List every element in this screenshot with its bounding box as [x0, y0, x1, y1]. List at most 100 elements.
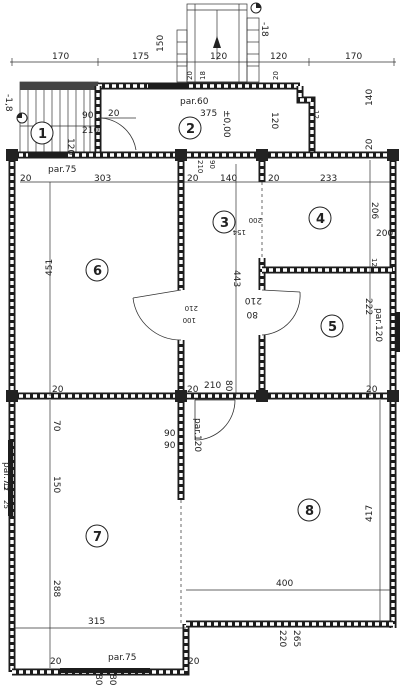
room-5-marker: 5	[320, 314, 344, 338]
room-6-marker: 6	[85, 258, 109, 282]
dim-210c: 210	[185, 304, 198, 312]
room-4-marker: 4	[308, 206, 332, 230]
dim-90f: 90	[164, 441, 176, 451]
par-60: par.60	[180, 97, 209, 107]
dim-70: 70	[51, 420, 61, 432]
dim-top-3: 120	[210, 52, 227, 62]
stair-grid-right	[176, 17, 260, 83]
dim-80: 80	[246, 309, 258, 319]
window-top-left	[28, 152, 68, 157]
dim-200b: 200	[249, 216, 262, 224]
room-6-label: 6	[93, 264, 102, 279]
dim-210d: 210	[245, 295, 262, 305]
dim-80c: 80	[93, 674, 103, 686]
dimension-texts: 90 210 20 120 375 120 140 20 12 20 303 2…	[2, 89, 393, 686]
dim-100: 100	[183, 316, 196, 324]
room-2-label: 2	[186, 122, 195, 137]
dim-210a: 210	[82, 126, 99, 136]
par-75-bottom: par.75	[108, 653, 136, 663]
par-120-mid: par.120	[192, 418, 202, 452]
room-7-label: 7	[93, 530, 102, 545]
top-stair	[186, 3, 248, 83]
dim-12: 12	[312, 110, 320, 119]
room-5-label: 5	[328, 320, 337, 335]
dim-20g: 20	[366, 385, 378, 395]
interior-dim-lines	[15, 160, 390, 668]
dim-25: 25	[2, 500, 10, 509]
dim-210e: 210	[204, 381, 221, 391]
room-1-marker: 1	[30, 121, 54, 145]
level-symbol-left: -1,8	[3, 94, 28, 124]
dim-20h: 20	[50, 657, 62, 667]
dim-233: 233	[320, 174, 337, 184]
dim-90c: 90	[208, 160, 216, 169]
dim-20d: 20	[268, 174, 280, 184]
dim-200: 200	[376, 229, 393, 239]
dim-12b: 12	[370, 258, 378, 267]
level-center: ±0,00	[221, 110, 231, 138]
dim-375: 375	[200, 109, 217, 119]
dim-12l: 12	[2, 482, 10, 491]
par-120-right: par.120	[373, 308, 383, 342]
window-left	[8, 440, 13, 516]
dim-443: 443	[231, 270, 241, 287]
dim-20a: 20	[108, 109, 120, 119]
dim-315: 315	[88, 617, 105, 627]
room-8-marker: 8	[297, 498, 321, 522]
dim-140c: 140	[220, 174, 237, 184]
room-8-label: 8	[305, 504, 314, 519]
level-symbol-top	[250, 2, 262, 14]
level-top: -18	[259, 22, 269, 37]
wall-junctions	[6, 149, 399, 402]
dim-top-4: 120	[270, 52, 287, 62]
dim-220: 220	[277, 630, 287, 647]
room-7-marker: 7	[85, 524, 109, 548]
room-4-label: 4	[316, 212, 325, 227]
dim-20b: 20	[20, 174, 32, 184]
room-1-label: 1	[38, 127, 47, 142]
dim-210b: 210	[196, 160, 204, 173]
dim-stair-20b: 20	[272, 71, 280, 80]
dim-265: 265	[291, 630, 301, 647]
door-room6	[132, 289, 182, 341]
dim-stair-150: 150	[156, 35, 166, 52]
door-vestibule	[97, 117, 137, 151]
dim-top-5: 170	[345, 52, 362, 62]
door-room5	[261, 289, 301, 336]
dim-417: 417	[365, 505, 375, 522]
dim-222: 222	[363, 298, 373, 315]
dim-400: 400	[276, 579, 293, 589]
door-room8	[194, 399, 236, 441]
dim-90: 90	[82, 111, 94, 121]
dim-120b: 120	[269, 112, 279, 129]
dim-20f: 20	[187, 385, 199, 395]
dim-206: 206	[369, 202, 379, 219]
dim-top-1: 170	[52, 52, 69, 62]
window-right	[395, 312, 400, 352]
dim-451: 451	[45, 259, 55, 276]
dim-20c: 20	[187, 174, 199, 184]
dim-top-2: 175	[132, 52, 149, 62]
dim-120a: 120	[65, 138, 75, 155]
dim-154: 154	[232, 228, 246, 236]
dim-90e: 90	[164, 429, 176, 439]
dim-20i: 20	[188, 657, 200, 667]
top-dimension-line: 170 175 120 120 170 150 18 20 20 -18	[10, 22, 396, 80]
dim-288: 288	[51, 580, 61, 597]
dim-20r: 20	[365, 138, 375, 150]
window-bottom	[60, 668, 150, 673]
dim-80b: 80	[223, 380, 233, 392]
dim-303: 303	[94, 174, 111, 184]
room-3-marker: 3	[212, 210, 236, 234]
dim-stair-20a: 20	[186, 71, 194, 80]
level-left: -1,8	[3, 94, 13, 112]
room-3-label: 3	[220, 216, 229, 231]
par-75-top: par.75	[48, 165, 76, 175]
dim-80d: 80	[107, 674, 117, 686]
room-2-marker: 2	[178, 116, 202, 140]
dim-20e: 20	[52, 385, 64, 395]
dim-150: 150	[51, 476, 61, 493]
par-75-left: par.75	[1, 462, 11, 490]
dim-140r: 140	[365, 89, 375, 106]
